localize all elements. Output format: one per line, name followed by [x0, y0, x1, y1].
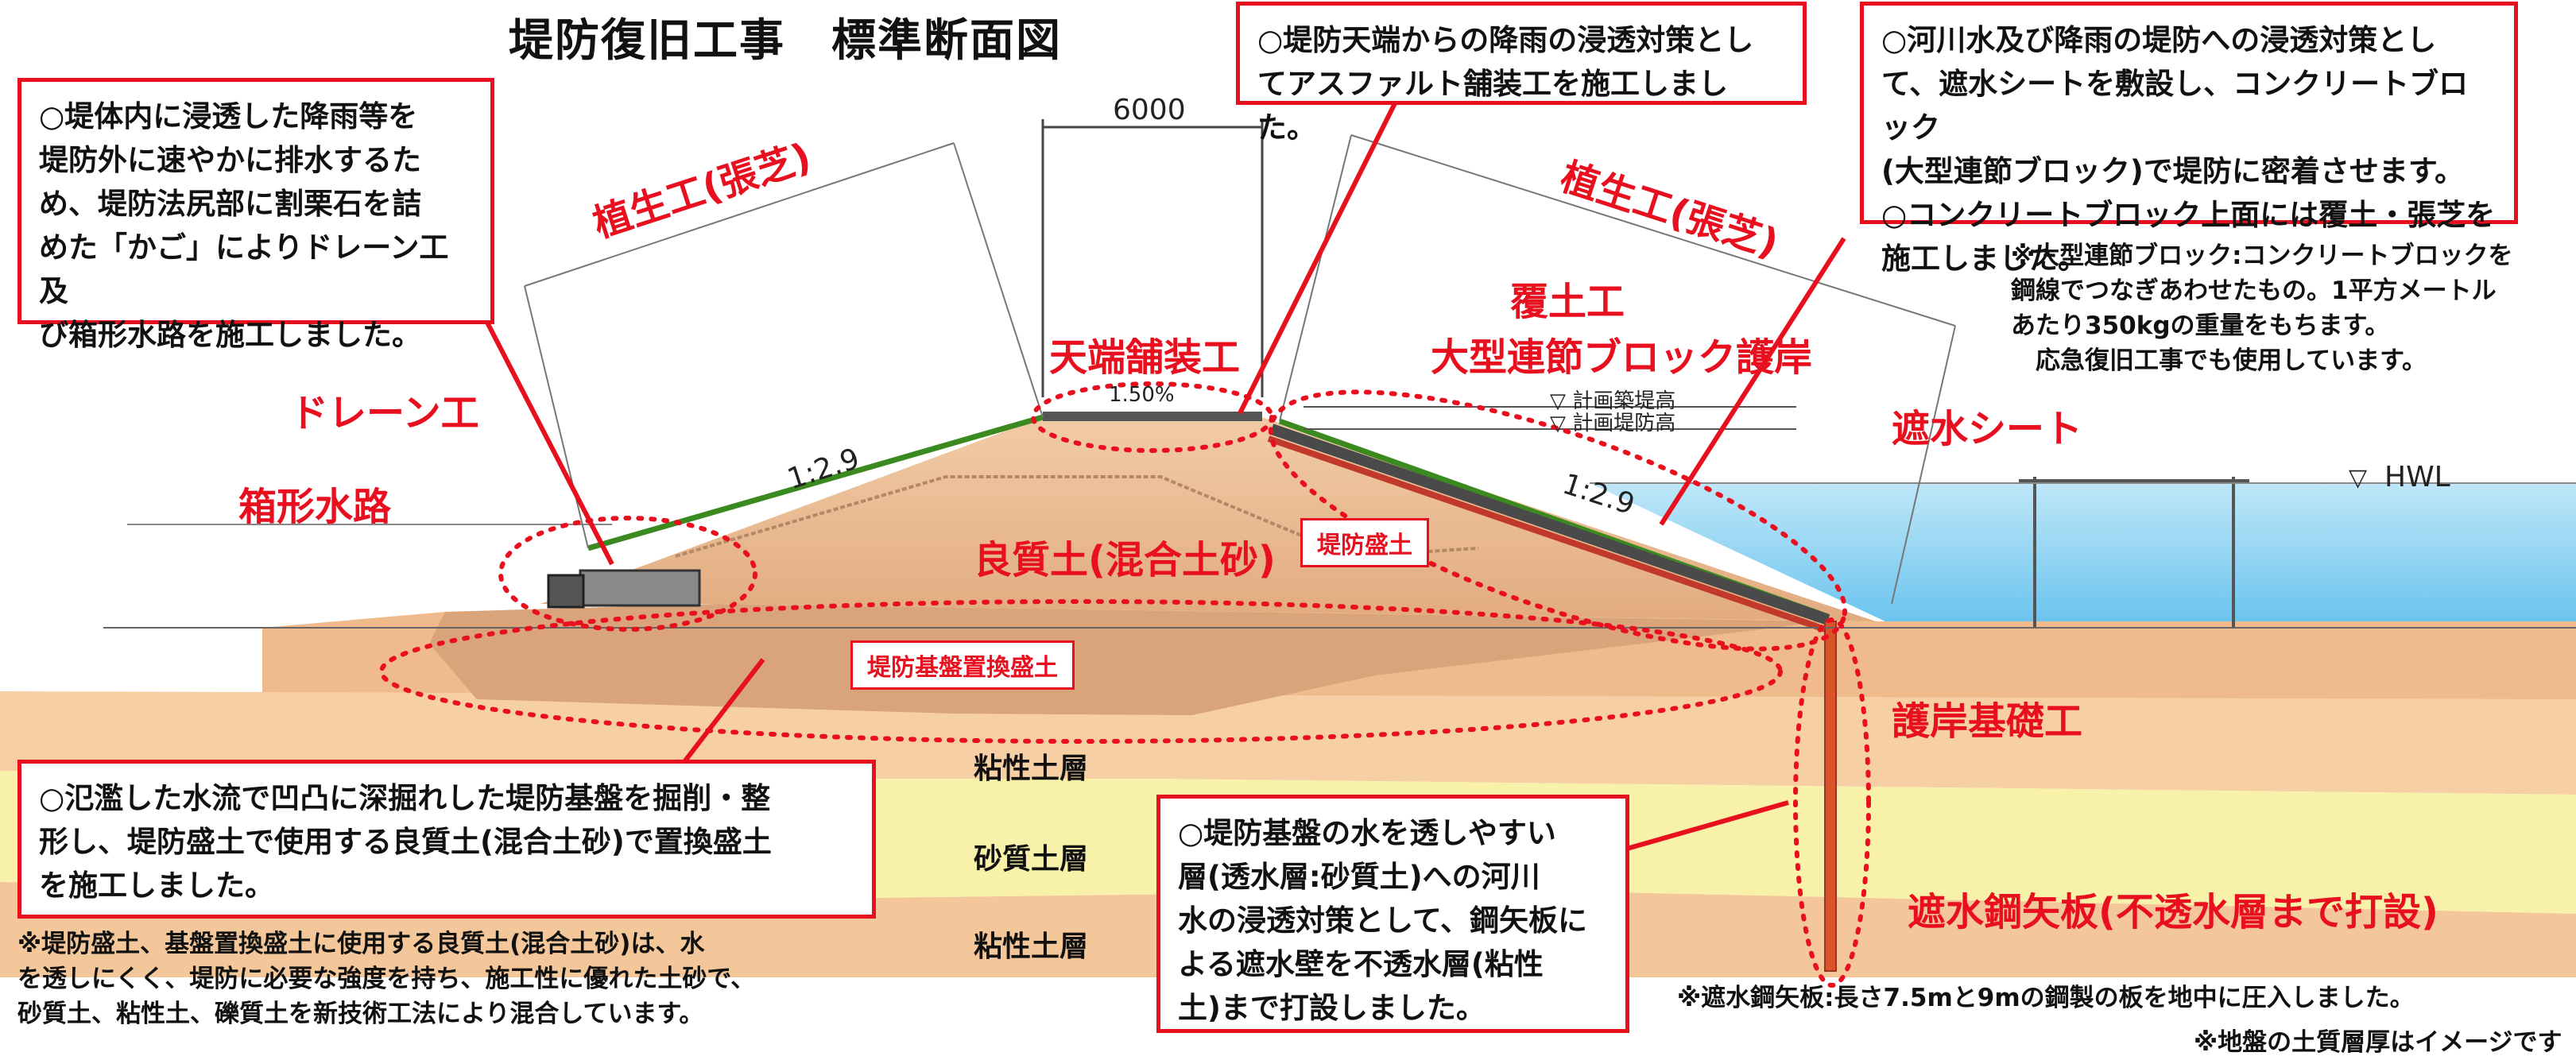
arrow-drain	[482, 316, 614, 566]
label-crest-paving: 天端舗装工	[1049, 335, 1241, 380]
note-steel: ※遮水鋼矢板:長さ7.5mと9mの鋼製の板を地中に圧入しました。	[1677, 984, 2415, 1012]
label-water-sheet: 遮水シート	[1892, 407, 2083, 451]
page-title: 堤防復旧工事 標準断面図	[509, 15, 1062, 67]
dim-hwl: HWL	[2384, 461, 2450, 493]
crest-dimension	[1041, 119, 1264, 397]
layer-sand: 砂質土層	[974, 843, 1089, 876]
dim-crest-width: 6000	[1113, 94, 1186, 126]
dim-plan-levee: ▽ 計画堤防高	[1550, 412, 1676, 435]
label-drain-work: ドレーン工	[290, 391, 479, 435]
layer-clay-lower: 粘性土層	[974, 930, 1089, 963]
levee-body	[540, 417, 1876, 621]
veg-left-dimension	[524, 142, 1044, 549]
tag-embankment: 堤防盛土	[1300, 518, 1429, 567]
label-block-revetment: 大型連節ブロック護岸	[1431, 335, 1813, 380]
note-soil: ※堤防盛土、基盤置換盛土に使用する良質土(混合土砂)は、水 を透しにくく、堤防に…	[17, 930, 756, 1028]
drain-basket	[579, 569, 701, 607]
box-channel	[547, 574, 585, 609]
base-replacement-fill	[429, 604, 1828, 715]
steel-sheet-pile	[1824, 621, 1837, 972]
callout-foundation: ○氾濫した水流で凹凸に深掘れした堤防基盤を掘削・整 形し、堤防盛土で使用する良質…	[17, 760, 876, 919]
layer-clay-upper: 粘性土層	[974, 752, 1089, 785]
note-image: ※地盤の土質層厚はイメージです	[2194, 1028, 2562, 1057]
highlight-crest	[1031, 381, 1274, 453]
grass-left-slope	[587, 414, 1044, 551]
tag-base-replace: 堤防基盤置換盛土	[850, 640, 1075, 690]
highlight-sheet-pile	[1793, 617, 1871, 988]
callout-drain: ○堤体内に浸透した降雨等を 堤防外に速やかに排水するた め、堤防法尻部に割栗石を…	[17, 78, 494, 352]
callout-crest: ○堤防天端からの降雨の浸透対策とし てアスファルト舗装工を施工しました。	[1236, 2, 1807, 145]
arrow-foundation	[681, 658, 765, 764]
label-cover-soil: 覆土工	[1510, 280, 1625, 324]
highlight-base	[379, 599, 1783, 744]
label-revetment-base: 護岸基礎工	[1892, 699, 2083, 744]
label-good-soil: 良質土(混合土砂)	[974, 538, 1276, 582]
callout-sheetpile: ○堤防基盤の水を透しやすい 層(透水層:砂質土)への河川 水の浸透対策として、鋼…	[1156, 795, 1629, 1033]
arrow-river	[1659, 237, 1846, 526]
label-steel-sheet: 遮水鋼矢板(不透水層まで打設)	[1908, 890, 2438, 934]
water-seal-sheet	[1267, 435, 1826, 633]
dim-plan-build: ▽ 計画築堤高	[1550, 389, 1676, 413]
pier-piles	[2019, 477, 2249, 628]
veg-right-dimension	[1279, 134, 1956, 605]
block-revetment	[1269, 424, 1830, 625]
label-box-channel: 箱形水路	[238, 485, 392, 529]
arrow-sheetpile	[1621, 800, 1789, 853]
plan-level-lines	[1303, 406, 1796, 430]
hwl-marker-icon: ▽	[2349, 464, 2368, 492]
callout-river: ○河川水及び降雨の堤防への浸透対策とし て、遮水シートを敷設し、コンクリートブロ…	[1860, 2, 2518, 276]
highlight-revetment	[1268, 389, 1848, 652]
arrow-crest	[1238, 94, 1401, 415]
note-block: ※大型連節ブロック:コンクリートブロックを 鋼線でつなぎあわせたもの。1平方メー…	[2011, 242, 2513, 375]
dim-crest-slope: 1.50%	[1109, 383, 1175, 407]
crest-paving	[1043, 412, 1262, 421]
highlight-drain	[498, 516, 757, 632]
